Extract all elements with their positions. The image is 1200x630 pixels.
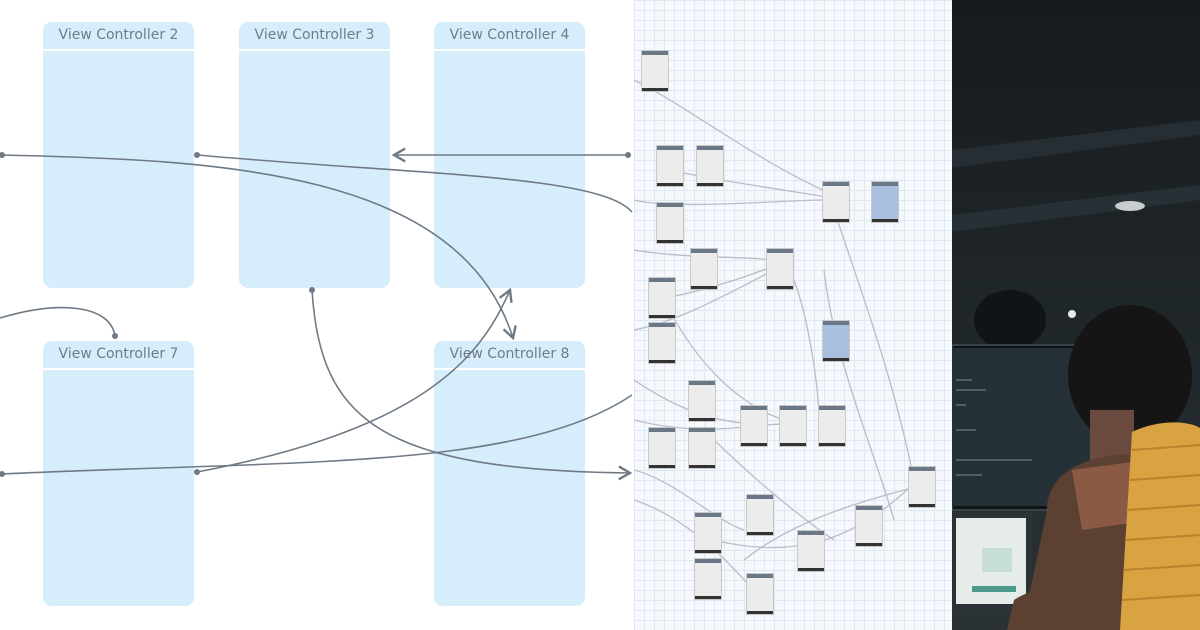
segue-connections [0,147,633,481]
segue-line [196,287,513,473]
developer-photo [952,0,1200,630]
overview-scene [871,181,899,223]
overview-scene [688,427,716,469]
overview-scene [656,145,684,187]
overview-scene [766,248,794,290]
overview-scene [822,320,850,362]
developer-photo-illustration [952,0,1200,630]
storyboard-overview [634,0,952,630]
overview-scene [779,405,807,447]
view-controller-3[interactable]: View Controller 3 [239,22,390,288]
overview-scene [690,248,718,290]
segue-line [1,154,517,341]
segue-anchor [194,152,200,158]
overview-scene [855,505,883,547]
segue-line [196,154,633,213]
overview-scene [694,512,722,554]
segue-line [1,394,633,475]
overview-scene [648,277,676,319]
overview-scene [648,322,676,364]
segue-anchor [194,469,200,475]
overview-scene [746,573,774,615]
overview-scene [656,202,684,244]
segue-anchor [625,152,631,158]
view-controller-title: View Controller 4 [434,22,585,51]
segue-line [311,289,633,481]
segue-anchor [0,471,5,477]
overview-scene [908,466,936,508]
view-controller-2[interactable]: View Controller 2 [43,22,194,288]
overview-scene [688,380,716,422]
segue-anchor [0,152,5,158]
overview-scene [648,427,676,469]
view-controller-title: View Controller 7 [43,341,194,370]
overview-scene [822,181,850,223]
overview-scene [746,494,774,536]
overview-scene [641,50,669,92]
view-controller-title: View Controller 8 [434,341,585,370]
view-controller-title: View Controller 3 [239,22,390,51]
overview-scene [818,405,846,447]
storyboard-canvas[interactable]: View Controller 2 View Controller 3 View… [0,0,634,630]
segue-anchor [112,333,118,339]
overview-connections [634,79,925,591]
segue-line [0,306,116,337]
overview-scene [694,558,722,600]
overview-scene [797,530,825,572]
view-controller-title: View Controller 2 [43,22,194,51]
segue-anchor [309,287,315,293]
overview-scene [696,145,724,187]
view-controller-7[interactable]: View Controller 7 [43,341,194,606]
overview-scene [740,405,768,447]
view-controller-8[interactable]: View Controller 8 [434,341,585,606]
